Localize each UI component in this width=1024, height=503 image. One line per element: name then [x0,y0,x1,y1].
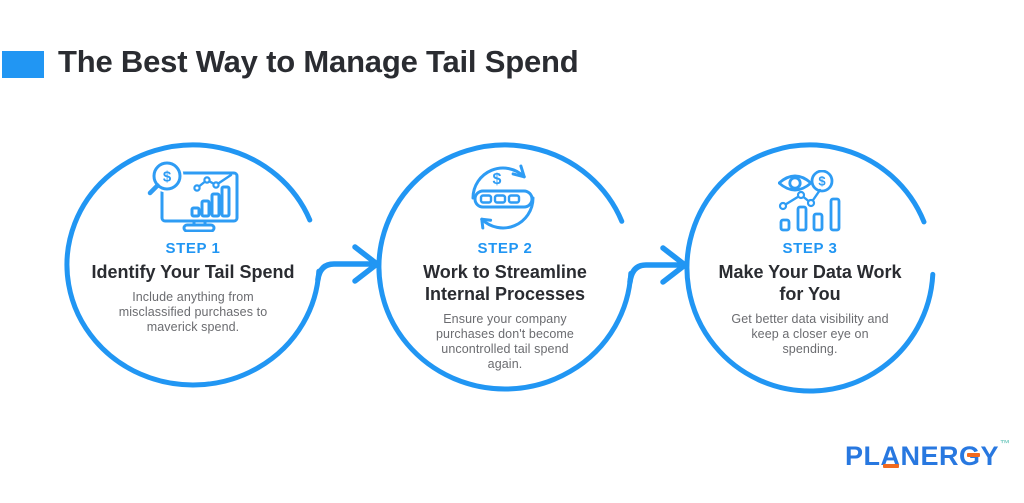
trademark-symbol: ™ [1000,439,1011,450]
sync-arrows-process-dollar-icon: $ [471,164,535,230]
step2-heading: Work to Streamline Internal Processes [423,262,587,304]
step3-icon-box: $ [685,158,935,232]
step1-icon-box: $ [68,158,318,232]
arrow-step2-to-step3-icon [627,245,688,285]
step3-circle-outline [684,142,936,394]
step1-circle-outline [64,142,322,388]
step3-heading: Make Your Data Work for You [718,262,902,304]
title-accent-square [2,51,44,78]
logo-letter-g: G [959,441,981,471]
logo-letters: NER [900,441,960,471]
planergy-logo: PLANERGY™ [845,439,1011,472]
step2-label: STEP 2 [477,240,533,257]
logo-letters: Y [980,441,1000,471]
magnifier-dollar-monitor-chart-icon: $ [147,161,239,232]
step-card-3: $ STEP 3 Make Your Data Work for You Get… [685,158,935,357]
page-title: The Best Way to Manage Tail Spend [58,44,579,79]
dollar-glyph: $ [163,169,172,186]
step1-heading: Identify Your Tail Spend [91,262,295,282]
logo-letter-a: A [880,441,901,471]
step2-description: Ensure your company purchases don't beco… [435,312,574,371]
dollar-glyph: $ [818,174,826,189]
step2-icon-box: $ [380,158,630,232]
step3-description: Get better data visibility and keep a cl… [731,312,889,356]
arrow-step1-to-step2-icon [315,244,380,284]
step1-description: Include anything from misclassified purc… [118,290,268,334]
step2-circle-outline [376,142,634,392]
step1-label: STEP 1 [165,240,221,257]
logo-letters: PL [845,441,881,471]
eye-dollar-coin-bar-chart-icon: $ [778,170,841,232]
step-card-1: $ STEP 1 Identify Your Tail Spend Includ… [68,158,318,335]
step3-label: STEP 3 [782,240,838,257]
dollar-glyph: $ [493,171,502,188]
step-card-2: $ STEP 2 Work to Streamline Internal Pro… [380,158,630,372]
